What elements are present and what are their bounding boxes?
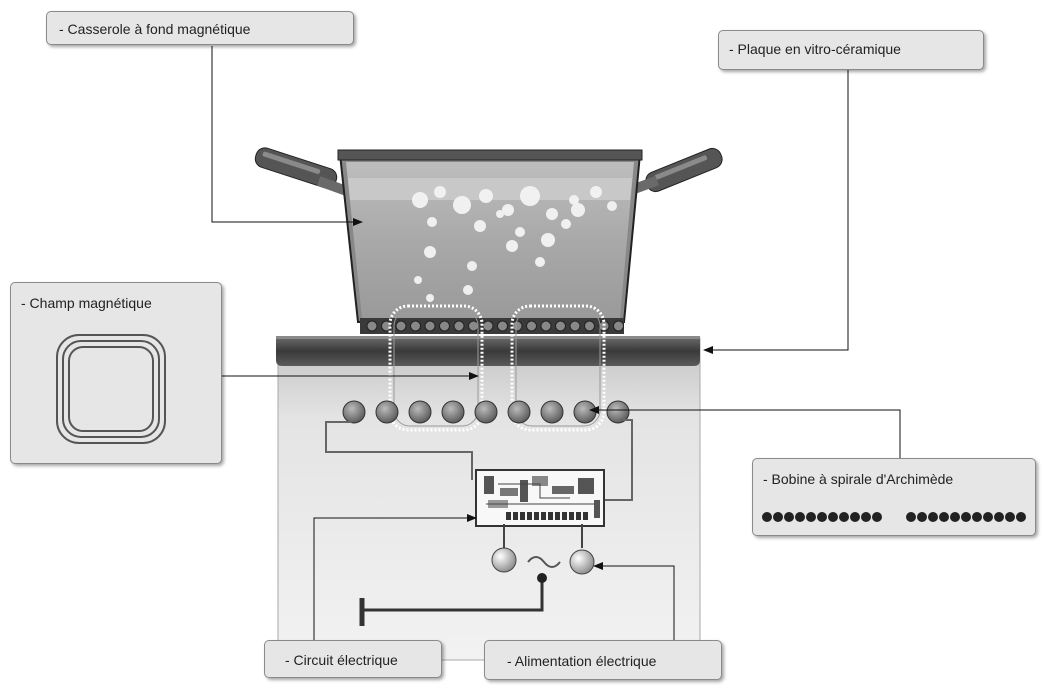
label-bobine-text: - Bobine à spirale d'Archimède <box>763 471 954 487</box>
coil-dot <box>961 512 971 522</box>
chip-pin <box>562 512 567 520</box>
coil-turn <box>507 400 531 424</box>
pot-base-dot <box>410 320 421 332</box>
pot-base-dot <box>395 320 407 332</box>
label-alimentation-text: - Alimentation électrique <box>507 653 657 669</box>
label-casserole: - Casserole à fond magnétique <box>46 11 354 45</box>
chip-pin <box>548 512 553 520</box>
terminal-left <box>491 547 517 573</box>
coil-dot <box>850 512 860 522</box>
chip-pin <box>513 512 518 520</box>
pot-base-dot <box>584 320 595 332</box>
coil-dot <box>1016 512 1026 522</box>
vitroceramic-plate <box>276 336 700 366</box>
label-circuit-text: - Circuit électrique <box>285 652 398 668</box>
label-casserole-text: - Casserole à fond magnétique <box>59 21 251 37</box>
coil-cross-section-icon <box>762 512 1026 522</box>
coil-dot <box>928 512 938 522</box>
pot-base-dot <box>613 320 624 332</box>
label-circuit: - Circuit électrique <box>264 640 442 678</box>
coil-dot <box>795 512 805 522</box>
coil-dot <box>983 512 993 522</box>
magnetic-field-icon <box>56 334 166 444</box>
coil-dot <box>762 512 772 522</box>
coil-dot <box>861 512 871 522</box>
chip-pin <box>534 512 539 520</box>
label-plaque: - Plaque en vitro-céramique <box>718 30 984 70</box>
coil-dot <box>806 512 816 522</box>
coil-dot <box>828 512 838 522</box>
chip-pin <box>576 512 581 520</box>
label-champ: - Champ magnétique <box>10 282 222 464</box>
coil-dot <box>872 512 882 522</box>
coil-dot <box>994 512 1004 522</box>
pot-base-dot <box>555 320 566 332</box>
chip-pin <box>527 512 532 520</box>
coil-dot <box>972 512 982 522</box>
tilde-icon <box>527 556 561 568</box>
circuit-chip-pins <box>506 512 588 520</box>
label-bobine: - Bobine à spirale d'Archimède <box>752 458 1036 536</box>
coil-turn <box>540 400 564 424</box>
pot-handles <box>254 147 723 196</box>
coil-dot <box>817 512 827 522</box>
pot-base-dot <box>468 320 479 332</box>
circuit-board <box>475 469 605 527</box>
coil-turn <box>441 400 465 424</box>
chip-pin <box>569 512 574 520</box>
label-alimentation: - Alimentation électrique <box>484 640 722 680</box>
coil-dot <box>950 512 960 522</box>
coil-turn <box>375 400 399 424</box>
coil-turn <box>342 400 366 424</box>
coil-turn <box>474 400 498 424</box>
pot-base-dot <box>439 320 450 332</box>
coil-turn <box>606 400 630 424</box>
coil-dot <box>906 512 916 522</box>
pot-base-dot <box>526 320 537 332</box>
archimedes-spiral-coil <box>342 400 630 424</box>
coil-dot <box>773 512 783 522</box>
chip-pin <box>583 512 588 520</box>
magnetic-field-loops <box>388 304 606 432</box>
boiling-bubbles <box>412 186 617 302</box>
power-supply <box>359 524 595 626</box>
chip-pin <box>555 512 560 520</box>
chip-pin <box>506 512 511 520</box>
pot-base-dot <box>482 320 494 332</box>
pot-base-dot <box>497 320 508 332</box>
terminal-right <box>569 549 595 575</box>
label-plaque-text: - Plaque en vitro-céramique <box>729 41 901 57</box>
pot-base-dot <box>424 320 436 332</box>
chip-pin <box>520 512 525 520</box>
leader-lines <box>211 46 901 640</box>
coil-dot <box>784 512 794 522</box>
coil-turn <box>408 400 432 424</box>
pot-base-dot <box>569 320 581 332</box>
label-champ-text: - Champ magnétique <box>21 295 152 311</box>
coil-dot <box>939 512 949 522</box>
coil-dot <box>1005 512 1015 522</box>
pot-base-dot <box>540 320 552 332</box>
coil-turn <box>573 400 597 424</box>
chip-pin <box>541 512 546 520</box>
pot-base-dot <box>453 320 465 332</box>
coil-dot <box>839 512 849 522</box>
pot-base-dot <box>366 320 378 332</box>
coil-wiring <box>325 419 633 501</box>
coil-dot <box>917 512 927 522</box>
saucepan <box>337 149 643 323</box>
